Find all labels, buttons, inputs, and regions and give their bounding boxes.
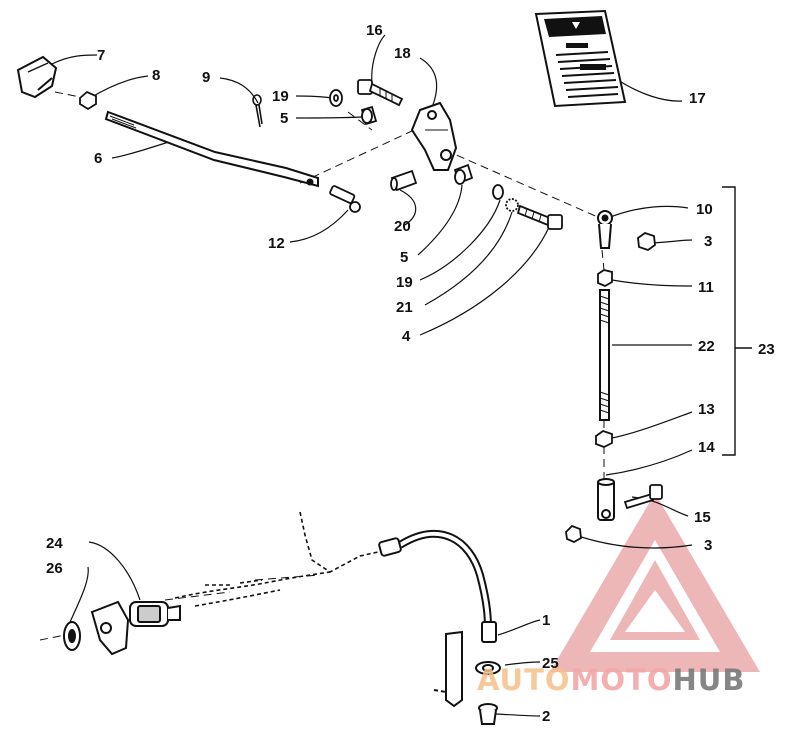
callout-2: 2 bbox=[542, 708, 550, 725]
watermark-part-auto: AUTO bbox=[477, 663, 571, 697]
callout-19-lower: 19 bbox=[396, 274, 413, 291]
part-5-bushing-lower bbox=[453, 163, 474, 185]
part-5-bushing-upper bbox=[360, 105, 378, 126]
part-10-rod-end bbox=[597, 210, 613, 249]
callout-21: 21 bbox=[396, 299, 413, 316]
part-19-washer-upper bbox=[329, 89, 343, 107]
part-16-bolt bbox=[357, 79, 404, 107]
callout-12: 12 bbox=[268, 235, 285, 252]
callout-24: 24 bbox=[46, 535, 63, 552]
callout-5-upper: 5 bbox=[280, 110, 288, 127]
assembly-bracket bbox=[722, 186, 752, 456]
part-3-nut-upper bbox=[637, 232, 656, 251]
part-2-grommet bbox=[478, 703, 498, 725]
part-13-jam-nut bbox=[595, 430, 613, 448]
watermark-text: AUTOMOTOHUB bbox=[477, 663, 745, 697]
part-22-threaded-rod bbox=[599, 289, 610, 421]
callout-10: 10 bbox=[696, 201, 713, 218]
callout-18: 18 bbox=[394, 45, 411, 62]
part-18-bracket bbox=[410, 101, 458, 171]
callout-16: 16 bbox=[366, 22, 383, 39]
callout-9: 9 bbox=[202, 69, 210, 86]
callout-1: 1 bbox=[542, 612, 550, 629]
watermark-part-hub: HUB bbox=[672, 663, 746, 697]
watermark-logo bbox=[550, 493, 760, 672]
callout-4: 4 bbox=[402, 328, 411, 345]
part-20-sleeve bbox=[390, 169, 418, 192]
callout-26: 26 bbox=[46, 560, 63, 577]
callout-8: 8 bbox=[152, 67, 160, 84]
part-6-shift-rod bbox=[104, 110, 319, 188]
part-19-washer-lower bbox=[492, 184, 504, 200]
center-lines bbox=[39, 91, 605, 641]
part-1-shift-cable bbox=[378, 529, 497, 643]
part-9-cotter-pin bbox=[252, 94, 263, 128]
part-3-nut-lower bbox=[565, 524, 582, 544]
callout-6: 6 bbox=[94, 150, 102, 167]
part-26-ring-nut bbox=[63, 621, 81, 651]
callout-14: 14 bbox=[698, 439, 715, 456]
part-8-nut bbox=[79, 90, 97, 111]
part-17-warning-decal bbox=[534, 9, 627, 108]
part-24-switch bbox=[129, 601, 181, 627]
callout-25: 25 bbox=[542, 655, 559, 672]
part-14-rod-end-lower bbox=[597, 478, 615, 521]
callout-5-lower: 5 bbox=[400, 249, 408, 266]
callout-7: 7 bbox=[97, 47, 105, 64]
callout-17: 17 bbox=[689, 90, 706, 107]
part-7-grip bbox=[16, 55, 58, 99]
part-15-bolt bbox=[623, 484, 663, 510]
callout-19-upper: 19 bbox=[272, 88, 289, 105]
part-11-jam-nut bbox=[597, 269, 613, 288]
part-12-pin bbox=[329, 185, 361, 213]
callout-13: 13 bbox=[698, 401, 715, 418]
callout-11: 11 bbox=[698, 279, 714, 296]
wiring-harness bbox=[174, 511, 379, 607]
watermark-part-moto: MOTO bbox=[570, 663, 673, 697]
mounting-plate bbox=[90, 600, 130, 656]
callout-15: 15 bbox=[694, 509, 711, 526]
cable-bracket bbox=[433, 630, 501, 708]
part-21-lock-washer bbox=[505, 198, 519, 212]
part-4-bolt bbox=[516, 204, 563, 230]
callout-20: 20 bbox=[394, 218, 411, 235]
callout-3-lower: 3 bbox=[704, 537, 712, 554]
callout-labels: 7 8 9 19 5 6 12 16 18 20 5 19 21 4 17 10… bbox=[46, 22, 775, 725]
callout-22: 22 bbox=[698, 338, 715, 355]
callout-23: 23 bbox=[758, 341, 775, 358]
callout-3-upper: 3 bbox=[704, 233, 712, 250]
